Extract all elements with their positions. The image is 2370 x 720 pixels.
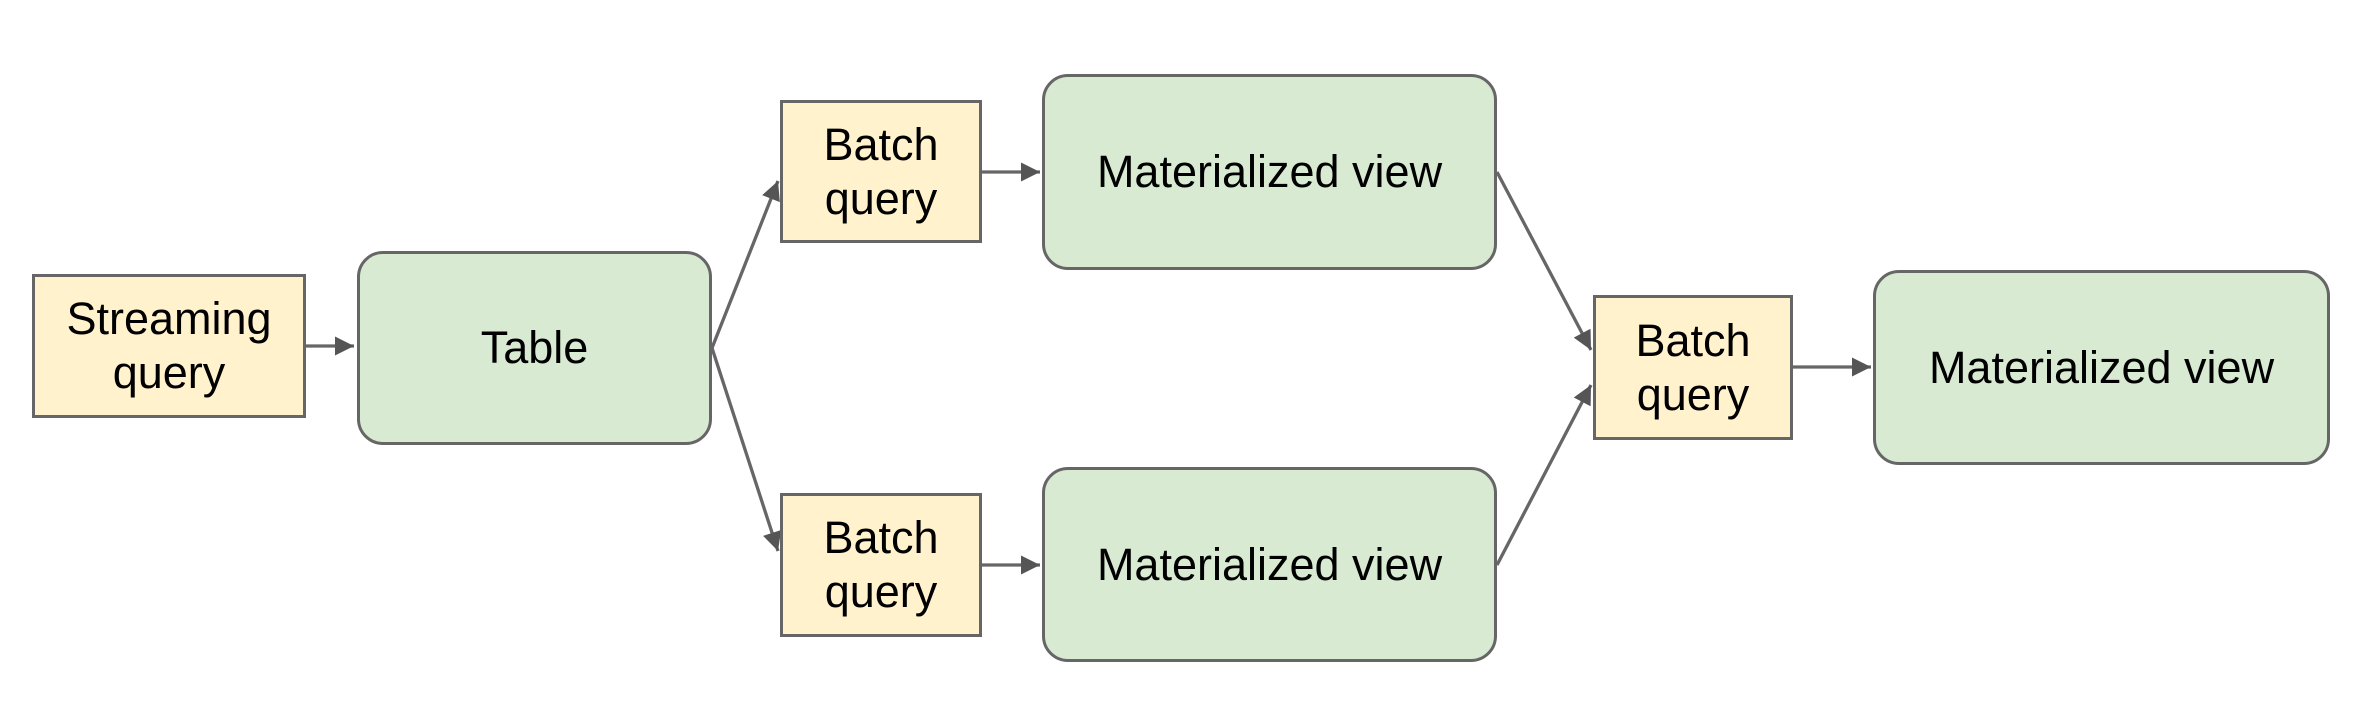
- edge-table-to-batch-query-bottom: [710, 347, 782, 552]
- edge-materialized-view-bottom-to-batch-query-center: [1495, 384, 1593, 566]
- node-batch-query-top: Batch query: [780, 100, 982, 243]
- node-label: Batch query: [823, 118, 939, 224]
- node-materialized-view-bottom: Materialized view: [1042, 467, 1497, 662]
- node-label: Streaming query: [66, 293, 272, 398]
- node-label: Batch query: [1635, 314, 1751, 420]
- node-label: Materialized view: [1096, 538, 1443, 590]
- node-batch-query-bottom: Batch query: [780, 493, 982, 637]
- node-label: Materialized view: [1928, 341, 2275, 393]
- node-streaming-query: Streaming query: [32, 274, 306, 418]
- node-label: Materialized view: [1096, 146, 1443, 197]
- node-materialized-view-top: Materialized view: [1042, 74, 1497, 270]
- edge-materialized-view-top-to-batch-query-center: [1495, 171, 1593, 351]
- edge-table-to-batch-query-top: [710, 180, 780, 349]
- node-label: Batch query: [823, 512, 939, 617]
- node-materialized-view-final: Materialized view: [1873, 270, 2330, 465]
- node-batch-query-center: Batch query: [1593, 295, 1793, 440]
- node-label: Table: [480, 322, 589, 373]
- node-table: Table: [357, 251, 712, 445]
